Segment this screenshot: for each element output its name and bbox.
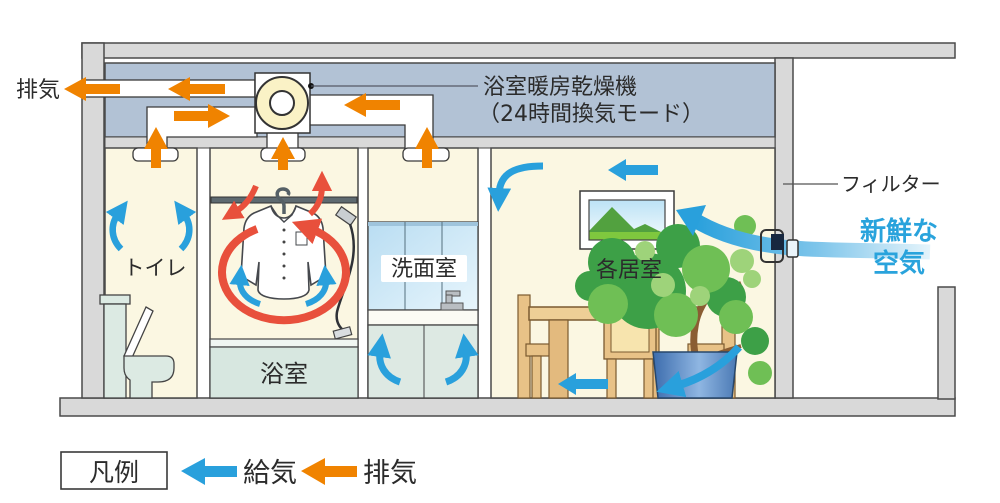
bathtub-icon <box>209 346 359 399</box>
hanger-hook-icon <box>275 187 291 214</box>
exhaust-arrow-outside <box>64 77 120 101</box>
outer-right-wall <box>937 286 956 400</box>
exhaust-arrow-bathroom-vent <box>271 137 295 170</box>
supply-arrow-living-corner <box>487 162 544 212</box>
fan-unit-name-label: 浴室暖房乾燥機 <box>483 75 637 100</box>
washroom-label-box <box>381 255 467 282</box>
legend-supply-label: 給気 <box>243 458 297 489</box>
toilet-icon <box>99 294 175 399</box>
legend-exhaust-label: 排気 <box>363 458 417 489</box>
toilet-room-label: トイレ <box>124 256 187 280</box>
shower-icon <box>332 205 358 340</box>
left-wall <box>81 42 105 399</box>
exhaust-arrow-washroom-branch <box>344 93 400 117</box>
supply-arrow-living-top <box>608 159 658 181</box>
legend-title: 凡例 <box>89 458 139 487</box>
exhaust-arrows <box>64 77 439 170</box>
supply-arrows <box>105 159 742 398</box>
circulation-arrow-right <box>307 170 333 217</box>
shirt-buttons <box>282 228 286 280</box>
floor-slab <box>59 397 956 417</box>
air-inlet-grille-icon <box>771 234 784 250</box>
fresh-air-arrowhead <box>676 205 706 236</box>
supply-arrow-cabinet-right <box>444 333 479 386</box>
living-room-label: 各居室 <box>596 258 662 283</box>
exhaust-arrow-main-duct <box>168 77 225 101</box>
ceiling-slab <box>104 136 776 149</box>
bathtub-rim <box>209 338 359 348</box>
toilet-bowl-icon <box>123 355 175 399</box>
circulation-arrow-left <box>221 184 259 220</box>
shirt-collar-icon <box>270 205 297 223</box>
legend-box <box>60 451 168 490</box>
right-wall <box>774 57 794 399</box>
faucet-icon <box>440 290 464 311</box>
bath-heater-dryer-unit <box>254 72 478 134</box>
supply-arrow-under-table <box>656 344 742 398</box>
circulation-arc <box>218 218 350 325</box>
exhaust-arrow-toilet-branch <box>174 104 230 128</box>
fresh-air-label-line1: 新鮮な <box>860 216 938 247</box>
roof-slab <box>81 42 956 59</box>
supply-arrow-bath-right <box>304 264 337 307</box>
supply-arrow-toilet-right <box>174 200 197 252</box>
washroom-room-label: 洗面室 <box>391 257 457 282</box>
supply-arrow-bath-left <box>229 264 262 307</box>
air-inlet-hood-icon <box>786 239 799 258</box>
filter-label: フィルター <box>841 172 941 196</box>
legend: 凡例 給気 排気 <box>60 451 417 490</box>
legend-supply-arrow-icon <box>181 458 237 485</box>
supply-arrow-cabinet-left <box>367 333 402 386</box>
bathroom-room-label: 浴室 <box>260 360 308 388</box>
vanity-cabinet-icon <box>367 324 479 399</box>
supply-arrow-toilet-left <box>105 200 128 252</box>
mirror-top-strip <box>368 222 478 226</box>
exhaust-arrow-washroom-vent <box>415 127 439 168</box>
circulation-arrows <box>218 170 350 325</box>
building-structure <box>59 42 956 417</box>
fresh-air-label-line2: 空気 <box>873 248 925 279</box>
exhaust-arrow-toilet-vent <box>144 127 168 168</box>
legend-exhaust-arrow-icon <box>301 458 357 485</box>
supply-arrow-floor <box>558 373 608 395</box>
fan-hub-icon <box>269 90 295 116</box>
fresh-air-inlet <box>676 183 931 263</box>
diagram-labels: 排気 浴室暖房乾燥機 （24時間換気モード） トイレ 浴室 洗面室 各居室 フィ… <box>16 75 941 388</box>
exhaust-outlet-label: 排気 <box>16 78 60 103</box>
shirt-pocket-icon <box>295 231 308 246</box>
fan-unit-mode-label: （24時間換気モード） <box>478 102 704 127</box>
vanity-counter <box>367 309 479 326</box>
